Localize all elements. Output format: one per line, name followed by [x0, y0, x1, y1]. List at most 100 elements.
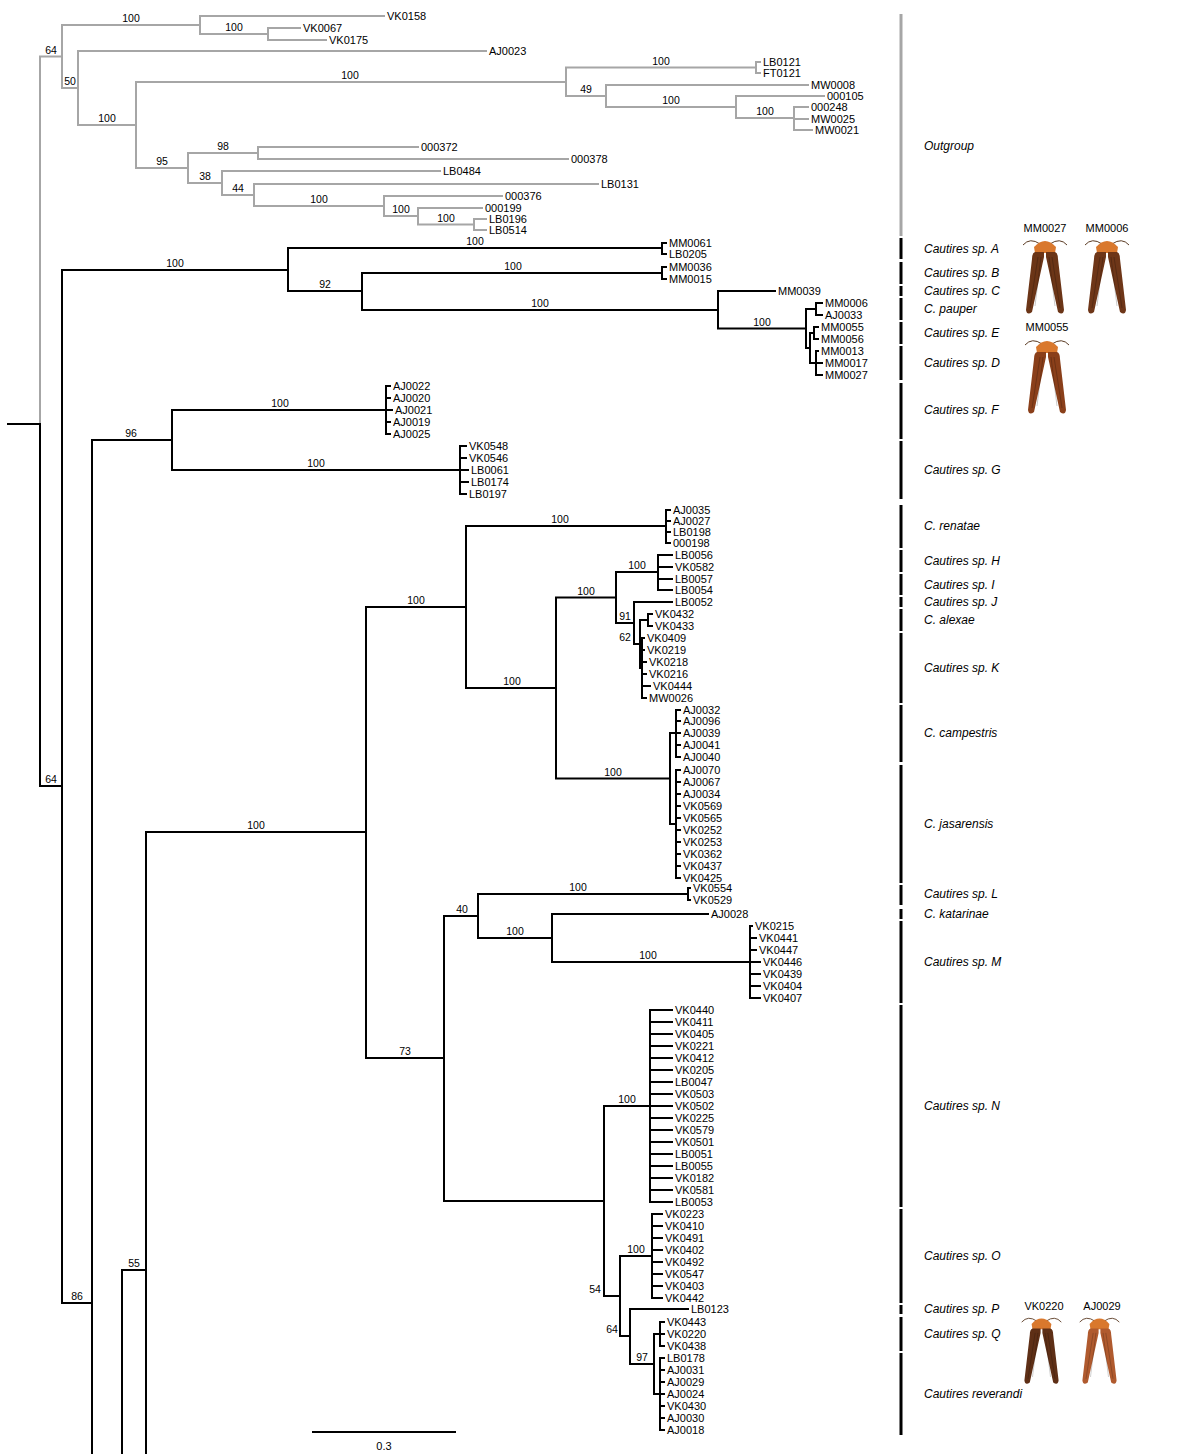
taxon-label: VK0433: [655, 620, 694, 632]
taxon-label: LB0131: [601, 178, 639, 190]
bootstrap-value: 97: [636, 1352, 648, 1363]
specimen-label: VK0220: [1024, 1300, 1063, 1312]
scale-bar: [312, 1431, 456, 1433]
taxon-label: VK0221: [675, 1040, 714, 1052]
taxon-label: VK0581: [675, 1184, 714, 1196]
clade-name: Cautires sp. A: [924, 242, 999, 256]
taxon-label: LB0056: [675, 549, 713, 561]
taxon-label: MW0008: [811, 79, 855, 91]
clade-name: C. pauper: [924, 302, 977, 316]
taxon-label: LB0514: [489, 224, 527, 236]
taxon-label: VK0067: [303, 22, 342, 34]
taxon-label: VK0442: [665, 1292, 704, 1304]
bootstrap-value: 100: [341, 70, 359, 81]
taxon-label: MM0015: [669, 273, 712, 285]
taxon-label: VK0565: [683, 812, 722, 824]
taxon-label: AJ0031: [667, 1364, 704, 1376]
clade-name: Cautires reverandi: [924, 1387, 1022, 1401]
taxon-label: VK0253: [683, 836, 722, 848]
taxon-label: AJ0030: [667, 1412, 704, 1424]
outgroup-branches: [40, 16, 824, 424]
taxon-label: LB0047: [675, 1076, 713, 1088]
bootstrap-value: 54: [589, 1284, 601, 1295]
clade-name: Cautires sp. F: [924, 403, 999, 417]
specimen-label: MM0006: [1086, 222, 1129, 234]
bootstrap-value: 100: [98, 113, 116, 124]
taxon-label: AJ0022: [393, 380, 430, 392]
bootstrap-value: 96: [125, 428, 137, 439]
clade-name: Cautires sp. K: [924, 661, 999, 675]
specimen-label: MM0055: [1026, 321, 1069, 333]
bootstrap-value: 100: [504, 261, 522, 272]
taxon-label: AJ0035: [673, 504, 710, 516]
taxon-label: LB0197: [469, 488, 507, 500]
taxon-label: VK0403: [665, 1280, 704, 1292]
taxon-label: VK0216: [649, 668, 688, 680]
taxon-label: AJ0034: [683, 788, 720, 800]
beetle-photo: [1025, 341, 1069, 414]
taxon-label: AJ0018: [667, 1424, 704, 1436]
taxon-label: AJ0033: [825, 309, 862, 321]
bootstrap-value: 100: [407, 595, 425, 606]
taxon-label: AJ0096: [683, 715, 720, 727]
bootstrap-value: 100: [652, 56, 670, 67]
clade-name: Cautires sp. C: [924, 284, 1000, 298]
bootstrap-value: 100: [662, 95, 680, 106]
taxon-label: MM0027: [825, 369, 868, 381]
taxon-label: VK0546: [469, 452, 508, 464]
taxon-label: VK0182: [675, 1172, 714, 1184]
taxon-label: MM0039: [778, 285, 821, 297]
bootstrap-value: 100: [466, 236, 484, 247]
bootstrap-value: 64: [45, 45, 57, 56]
taxon-label: VK0503: [675, 1088, 714, 1100]
taxon-label: LB0052: [675, 596, 713, 608]
taxon-label: VK0440: [675, 1004, 714, 1016]
taxon-label: VK0412: [675, 1052, 714, 1064]
clade-name: C. jasarensis: [924, 817, 993, 831]
taxon-label: VK0447: [759, 944, 798, 956]
bootstrap-value: 38: [199, 171, 211, 182]
taxon-label: 000248: [811, 101, 848, 113]
taxon-label: VK0437: [683, 860, 722, 872]
taxon-label: LB0053: [675, 1196, 713, 1208]
taxon-label: MM0056: [821, 333, 864, 345]
taxon-label: AJ0024: [667, 1388, 704, 1400]
taxon-label: VK0582: [675, 561, 714, 573]
taxon-label: VK0218: [649, 656, 688, 668]
bootstrap-value: 44: [232, 183, 244, 194]
bootstrap-value: 100: [247, 820, 265, 831]
taxon-label: AJ0021: [395, 404, 432, 416]
taxon-label: VK0220: [667, 1328, 706, 1340]
bootstrap-value: 100: [627, 1244, 645, 1255]
taxon-label: VK0554: [693, 882, 732, 894]
taxon-label: VK0252: [683, 824, 722, 836]
bootstrap-value: 100: [577, 586, 595, 597]
taxon-label: VK0430: [667, 1400, 706, 1412]
taxon-label: VK0225: [675, 1112, 714, 1124]
taxon-label: VK0502: [675, 1100, 714, 1112]
taxon-label: VK0405: [675, 1028, 714, 1040]
bootstrap-value: 100: [531, 298, 549, 309]
clade-name: Cautires sp. D: [924, 356, 1000, 370]
taxon-label: MM0013: [821, 345, 864, 357]
clade-name: Cautires sp. B: [924, 266, 999, 280]
taxon-label: VK0529: [693, 894, 732, 906]
taxon-label: VK0501: [675, 1136, 714, 1148]
taxon-label: VK0409: [647, 632, 686, 644]
taxon-label: VK0438: [667, 1340, 706, 1352]
clade-name: C. alexae: [924, 613, 975, 627]
clade-name: C. renatae: [924, 519, 980, 533]
taxon-label: AJ0032: [683, 704, 720, 716]
taxon-label: LB0174: [471, 476, 509, 488]
taxon-label: AJ0023: [489, 45, 526, 57]
taxon-label: LB0196: [489, 213, 527, 225]
taxon-label: MM0006: [825, 297, 868, 309]
ingroup-branches: [8, 243, 822, 1454]
bootstrap-value: 86: [71, 1291, 83, 1302]
bootstrap-value: 100: [307, 458, 325, 469]
taxon-label: LB0484: [443, 165, 481, 177]
beetle-photo: [1023, 241, 1067, 314]
taxon-label: 000378: [571, 153, 608, 165]
